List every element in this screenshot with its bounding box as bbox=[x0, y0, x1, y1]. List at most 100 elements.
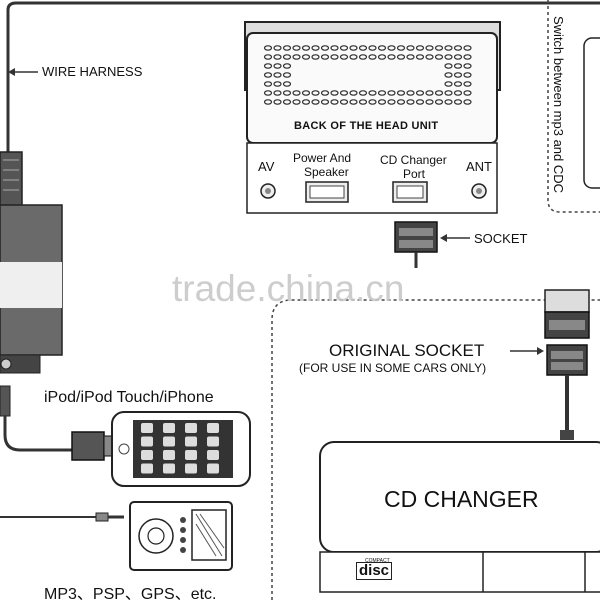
vent-hole bbox=[415, 54, 425, 60]
vent-hole bbox=[358, 45, 368, 51]
vent-hole bbox=[434, 45, 444, 51]
vent-hole bbox=[292, 45, 301, 51]
original-socket bbox=[510, 289, 590, 440]
vent-hole bbox=[311, 45, 320, 51]
vent-hole bbox=[396, 90, 406, 96]
vent-hole bbox=[273, 45, 282, 51]
vent-hole bbox=[282, 54, 292, 60]
socket-connector bbox=[394, 221, 470, 268]
app-icon bbox=[141, 423, 153, 433]
vent-hole bbox=[330, 45, 339, 51]
app-icon bbox=[163, 423, 175, 433]
vent-hole bbox=[330, 54, 339, 60]
vent-hole bbox=[453, 99, 463, 105]
disc-logo-small: COMPACT bbox=[365, 558, 390, 564]
vent-hole bbox=[463, 63, 472, 69]
vent-hole bbox=[263, 90, 273, 96]
vent-hole bbox=[396, 54, 406, 60]
vent-hole bbox=[273, 99, 282, 105]
vent-hole bbox=[368, 99, 377, 105]
vent-hole bbox=[349, 45, 358, 51]
vent-hole bbox=[273, 72, 282, 78]
vent-hole bbox=[415, 99, 425, 105]
mp3-devices-label: MP3、PSP、GPS、etc. bbox=[44, 586, 217, 603]
vent-hole bbox=[463, 99, 472, 105]
vent-hole bbox=[444, 81, 453, 87]
vent-hole bbox=[320, 54, 330, 60]
vent-hole bbox=[453, 90, 463, 96]
vent-hole bbox=[273, 81, 282, 87]
vent-hole bbox=[263, 45, 273, 51]
vent-hole bbox=[273, 90, 282, 96]
wire-harness bbox=[0, 68, 38, 208]
original-socket-label: ORIGINAL SOCKET bbox=[329, 341, 485, 360]
vent-hole bbox=[349, 99, 358, 105]
vent-hole bbox=[444, 72, 453, 78]
vent-hole bbox=[339, 90, 349, 96]
vent-hole bbox=[368, 90, 377, 96]
head-unit-label: BACK OF THE HEAD UNIT bbox=[294, 120, 439, 132]
vent-hole bbox=[282, 72, 292, 78]
vent-hole bbox=[263, 81, 273, 87]
vent-hole bbox=[282, 99, 292, 105]
original-socket-note: (FOR USE IN SOME CARS ONLY) bbox=[299, 361, 487, 375]
vent-hole bbox=[320, 45, 330, 51]
app-icon bbox=[163, 436, 175, 447]
vent-hole bbox=[434, 99, 444, 105]
vent-hole bbox=[358, 99, 368, 105]
vent-hole bbox=[425, 54, 434, 60]
vent-hole bbox=[444, 63, 453, 69]
dashed-boundary bbox=[271, 299, 600, 600]
app-icon bbox=[163, 463, 175, 474]
vent-hole bbox=[273, 54, 282, 60]
app-icon bbox=[185, 463, 197, 474]
watermark: trade.china.cn bbox=[172, 268, 405, 309]
vent-hole bbox=[311, 99, 320, 105]
app-icon bbox=[207, 423, 219, 433]
ipod-devices-label: iPod/iPod Touch/iPhone bbox=[44, 389, 214, 406]
vent-hole bbox=[282, 63, 292, 69]
vent-hole bbox=[463, 90, 472, 96]
vent-hole bbox=[387, 45, 396, 51]
vent-hole bbox=[301, 54, 311, 60]
vent-hole bbox=[453, 54, 463, 60]
vent-hole bbox=[444, 99, 453, 105]
vent-hole bbox=[349, 54, 358, 60]
vent-hole bbox=[358, 90, 368, 96]
vent-hole bbox=[339, 45, 349, 51]
cd-changer-label: CD CHANGER bbox=[384, 486, 539, 512]
app-icon bbox=[141, 450, 153, 460]
av-label: AV bbox=[258, 159, 275, 174]
power-speaker-label-2: Speaker bbox=[304, 165, 349, 179]
vent-hole bbox=[263, 72, 273, 78]
vent-hole bbox=[339, 54, 349, 60]
vent-hole bbox=[339, 99, 349, 105]
app-icon bbox=[141, 436, 153, 447]
vent-hole bbox=[453, 63, 463, 69]
vent-hole bbox=[292, 54, 301, 60]
vent-hole bbox=[444, 45, 453, 51]
switch-note-label: Switch between mp3 and CDC bbox=[551, 16, 566, 194]
app-icon bbox=[185, 436, 197, 447]
vent-hole bbox=[301, 45, 311, 51]
app-icon bbox=[163, 450, 175, 460]
vent-hole bbox=[463, 72, 472, 78]
app-icon bbox=[207, 463, 219, 474]
vent-hole bbox=[377, 54, 387, 60]
vent-hole bbox=[368, 54, 377, 60]
vent-hole bbox=[301, 90, 311, 96]
vent-hole bbox=[330, 90, 339, 96]
cd-changer-unit bbox=[319, 441, 600, 593]
vent-hole bbox=[463, 54, 472, 60]
vent-hole bbox=[396, 99, 406, 105]
vent-hole bbox=[406, 45, 415, 51]
vent-hole bbox=[444, 54, 453, 60]
disc-logo: disc bbox=[356, 562, 393, 580]
vent-hole bbox=[453, 81, 463, 87]
app-icon bbox=[185, 450, 197, 460]
vent-hole bbox=[301, 99, 311, 105]
app-icon bbox=[185, 423, 197, 433]
vent-hole bbox=[263, 99, 273, 105]
switch-device bbox=[583, 37, 600, 189]
